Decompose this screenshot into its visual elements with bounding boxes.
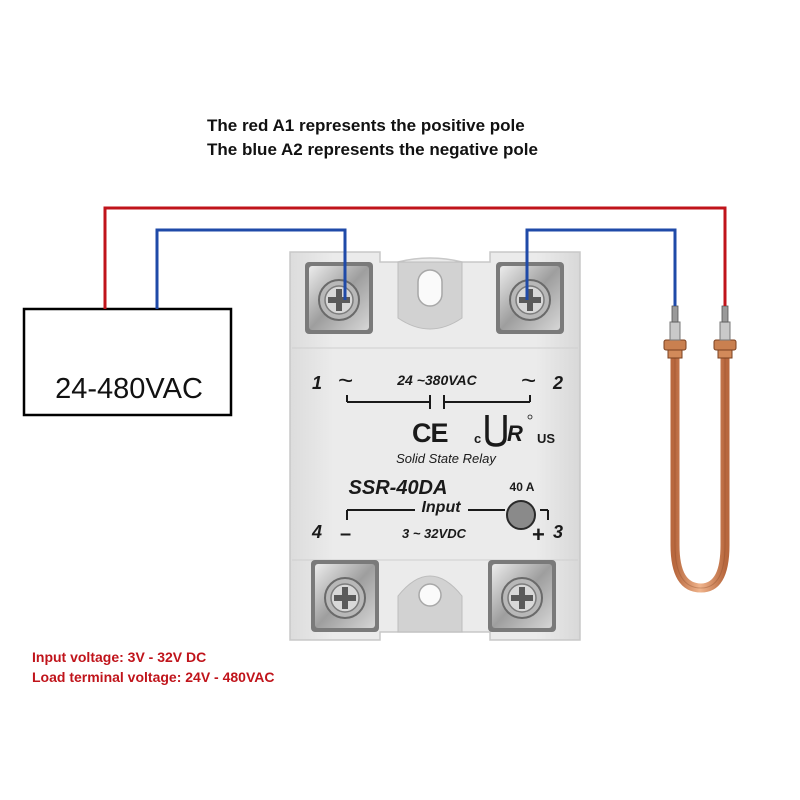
spec-notes: Input voltage: 3V - 32V DC Load terminal… bbox=[32, 647, 274, 687]
ur-us-label: US bbox=[537, 431, 555, 446]
positive-wire bbox=[103, 206, 727, 309]
relay-model-label: SSR-40DA bbox=[349, 477, 448, 499]
ce-mark-icon: CE bbox=[412, 418, 448, 448]
screw-icon bbox=[310, 559, 380, 633]
minus-sign: – bbox=[340, 523, 351, 545]
led-indicator-icon bbox=[506, 500, 536, 530]
tilde-right: ~ bbox=[521, 365, 536, 395]
ur-r-label: R bbox=[507, 421, 523, 446]
load-range-label: 24 ~380VAC bbox=[396, 372, 477, 388]
load-voltage-note: Load terminal voltage: 24V - 480VAC bbox=[32, 669, 275, 685]
caption-line-negative: The blue A2 represents the negative pole bbox=[207, 140, 538, 159]
caption: The red A1 represents the positive pole … bbox=[207, 114, 538, 162]
screw-icon bbox=[487, 559, 557, 633]
terminal-3-label: 3 bbox=[553, 522, 563, 542]
negative-wire-source bbox=[155, 228, 347, 309]
terminal-1-label: 1 bbox=[312, 373, 322, 393]
contact-symbol bbox=[346, 395, 531, 409]
input-bracket bbox=[346, 509, 549, 520]
ac-source-label: 24-480VAC bbox=[55, 373, 203, 405]
ac-source: 24-480VAC bbox=[22, 307, 233, 417]
terminal-4-label: 4 bbox=[311, 522, 322, 542]
heater-element-icon bbox=[663, 305, 737, 593]
relay-current-label: 40 A bbox=[510, 480, 535, 494]
input-voltage-note: Input voltage: 3V - 32V DC bbox=[32, 649, 207, 665]
screw-icon bbox=[304, 261, 374, 335]
caption-line-positive: The red A1 represents the positive pole bbox=[207, 116, 525, 135]
ssr-relay: 1 ~ ~ 2 24 ~380VAC CE c R US Solid State… bbox=[289, 251, 581, 641]
ur-mark-icon: c R US bbox=[474, 414, 555, 447]
negative-wire-load bbox=[525, 228, 677, 306]
input-label: Input bbox=[421, 499, 461, 516]
screw-icon bbox=[495, 261, 565, 335]
input-range-label: 3 ~ 32VDC bbox=[402, 526, 467, 541]
plus-sign: + bbox=[532, 522, 545, 547]
relay-type-label: Solid State Relay bbox=[396, 451, 497, 466]
heater-tube bbox=[670, 350, 730, 593]
wires bbox=[103, 206, 727, 309]
ur-c-label: c bbox=[474, 431, 481, 446]
ac-source-box bbox=[22, 307, 233, 417]
tilde-left: ~ bbox=[338, 365, 353, 395]
terminal-2-label: 2 bbox=[552, 373, 563, 393]
